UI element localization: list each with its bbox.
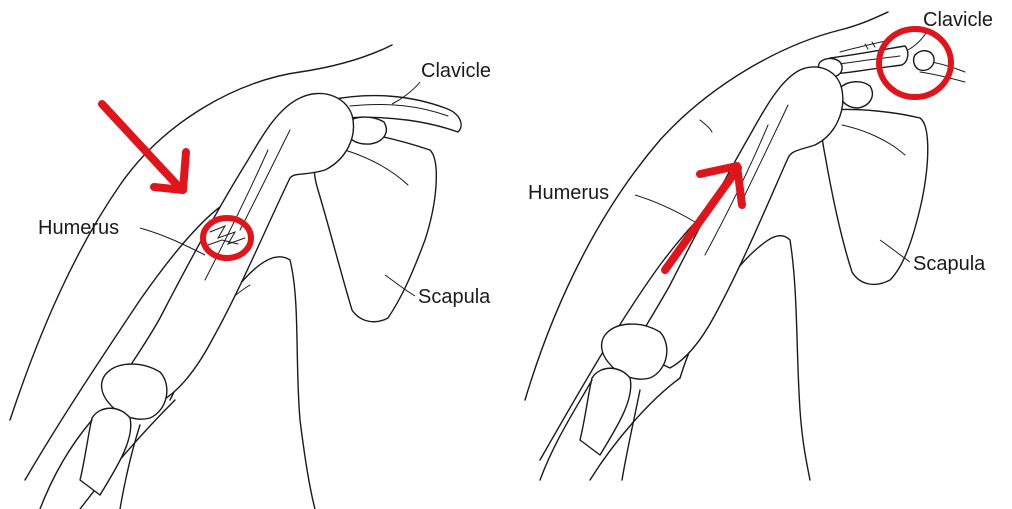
left-diagram-panel: Clavicle Humerus Scapula bbox=[0, 0, 520, 509]
right-anatomy-illustration: Clavicle Humerus Scapula bbox=[510, 0, 1012, 509]
left-red-arrow bbox=[102, 104, 186, 190]
left-humerus-bone bbox=[120, 93, 353, 402]
right-clavicle-label: Clavicle bbox=[923, 9, 993, 31]
right-elbow-bones bbox=[540, 324, 667, 480]
right-diagram-panel: Clavicle Humerus Scapula bbox=[510, 0, 1012, 509]
left-scapula-label: Scapula bbox=[418, 286, 491, 308]
left-elbow-bones bbox=[40, 364, 167, 509]
right-humerus-bone bbox=[632, 67, 843, 368]
left-humerus-label: Humerus bbox=[38, 217, 119, 239]
right-humerus-label: Humerus bbox=[528, 182, 609, 204]
left-clavicle-label: Clavicle bbox=[421, 60, 491, 82]
right-humerus-leader bbox=[635, 195, 695, 222]
right-scapula-label: Scapula bbox=[913, 253, 986, 275]
left-anatomy-illustration: Clavicle Humerus Scapula bbox=[0, 0, 520, 509]
